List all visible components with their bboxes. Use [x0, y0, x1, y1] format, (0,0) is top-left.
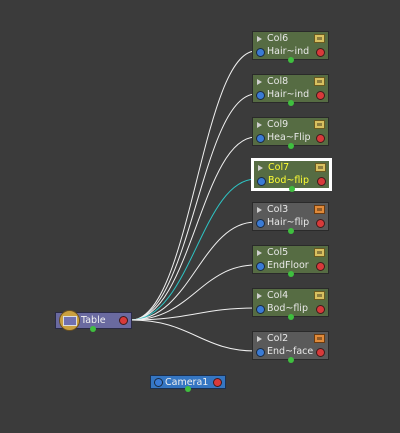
node-title: Col6 [267, 33, 289, 44]
camera-bottom-port[interactable] [185, 386, 191, 392]
node-subtitle: Bod~flip [268, 175, 309, 186]
input-port[interactable] [256, 262, 265, 271]
input-port[interactable] [256, 305, 265, 314]
bottom-port[interactable] [288, 314, 294, 320]
connection-wire[interactable] [130, 319, 257, 352]
node-subtitle: Hea~Flip [267, 132, 311, 143]
node-subtitle: End~face [267, 346, 314, 357]
bottom-port[interactable] [288, 57, 294, 63]
bottom-port[interactable] [288, 228, 294, 234]
node-subtitle: Bod~flip [267, 303, 308, 314]
table-icon [59, 310, 80, 331]
expand-triangle-icon[interactable] [257, 293, 262, 299]
node-title: Col2 [267, 333, 289, 344]
expand-triangle-icon[interactable] [258, 165, 263, 171]
node-type-icon [315, 163, 326, 172]
input-port[interactable] [256, 348, 265, 357]
connection-wire[interactable] [130, 93, 257, 321]
camera-node-label: Camera1 [165, 377, 209, 388]
node-subtitle: Hair~ind [267, 89, 310, 100]
input-port[interactable] [256, 48, 265, 57]
node-type-icon [314, 334, 325, 343]
node-title: Col9 [267, 119, 289, 130]
node-title: Col5 [267, 247, 289, 258]
input-port[interactable] [256, 91, 265, 100]
bottom-port[interactable] [288, 100, 294, 106]
node-subtitle: Hair~ind [267, 46, 310, 57]
camera-output-port[interactable] [213, 378, 222, 387]
expand-triangle-icon[interactable] [257, 36, 262, 42]
expand-triangle-icon[interactable] [257, 250, 262, 256]
output-port[interactable] [316, 91, 325, 100]
node-type-icon [314, 77, 325, 86]
output-port[interactable] [317, 177, 326, 186]
node-title: Col3 [267, 204, 289, 215]
expand-triangle-icon[interactable] [257, 122, 262, 128]
node-title: Col8 [267, 76, 289, 87]
node-type-icon [314, 205, 325, 214]
bottom-port[interactable] [288, 271, 294, 277]
node-title: Col4 [267, 290, 289, 301]
table-output-port[interactable] [119, 316, 128, 325]
table-bottom-port[interactable] [90, 326, 96, 332]
node-title: Col7 [268, 162, 290, 173]
expand-triangle-icon[interactable] [257, 79, 262, 85]
output-port[interactable] [316, 48, 325, 57]
input-port[interactable] [256, 134, 265, 143]
connection-wire[interactable] [130, 50, 257, 321]
node-subtitle: Hair~flip [267, 217, 310, 228]
output-port[interactable] [316, 305, 325, 314]
connection-wire[interactable] [130, 178, 257, 321]
node-type-icon [314, 291, 325, 300]
output-port[interactable] [316, 134, 325, 143]
connection-wire[interactable] [130, 136, 257, 321]
table-node[interactable]: Table [55, 310, 132, 332]
output-port[interactable] [316, 348, 325, 357]
connection-wire[interactable] [130, 221, 257, 321]
node-type-icon [314, 34, 325, 43]
expand-triangle-icon[interactable] [257, 336, 262, 342]
bottom-port[interactable] [289, 186, 295, 192]
output-port[interactable] [316, 219, 325, 228]
bottom-port[interactable] [288, 357, 294, 363]
connection-wire[interactable] [130, 264, 257, 321]
node-type-icon [314, 120, 325, 129]
output-port[interactable] [316, 262, 325, 271]
connection-wire[interactable] [130, 307, 257, 321]
bottom-port[interactable] [288, 143, 294, 149]
node-subtitle: EndFloor [267, 260, 309, 271]
input-port[interactable] [257, 177, 266, 186]
node-type-icon [314, 248, 325, 257]
table-node-label: Table [81, 315, 106, 326]
input-port[interactable] [256, 219, 265, 228]
expand-triangle-icon[interactable] [257, 207, 262, 213]
camera-node[interactable]: Camera1 [150, 375, 226, 392]
camera-input-port[interactable] [154, 378, 163, 387]
